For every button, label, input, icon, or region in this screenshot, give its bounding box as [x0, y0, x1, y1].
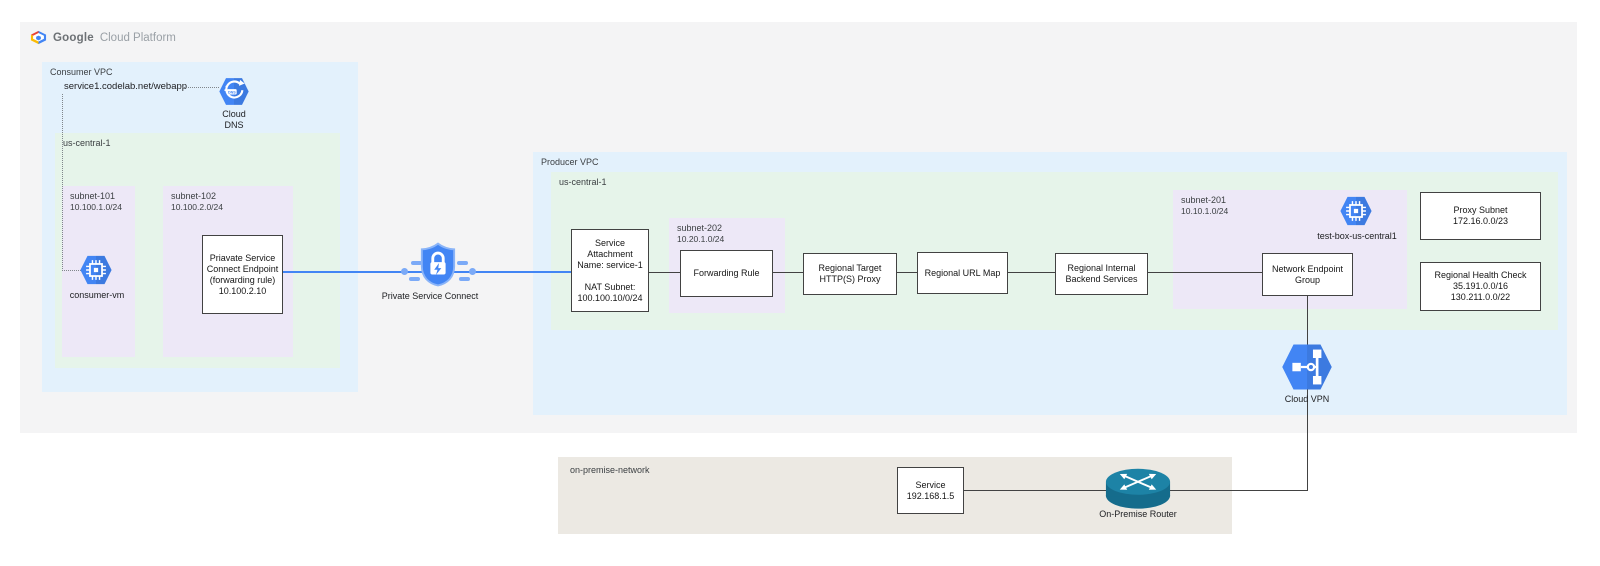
connector-urlmap-backend: [1008, 272, 1055, 273]
box-text-line: Regional Internal: [1067, 263, 1136, 273]
producer-region-label: us-central-1: [559, 177, 607, 187]
box-text-line: 130.211.0.0/22: [1450, 292, 1511, 302]
cloud-vpn-label: Cloud VPN: [1284, 394, 1330, 404]
psc-dash-left-bottom: [409, 277, 420, 281]
connector-fr-proxy: [773, 272, 803, 273]
private-service-connect-label: Private Service Connect: [381, 291, 479, 301]
on-premise-label: on-premise-network: [570, 465, 650, 475]
cloud-vpn-icon: [1282, 344, 1332, 390]
logo-brand: Google: [53, 31, 94, 44]
consumer-vpc-label: Consumer VPC: [50, 67, 113, 77]
box-text-line: Regional URL Map: [924, 267, 1001, 278]
dotted-line-to-vm: [62, 270, 81, 271]
private-service-connect-icon: [420, 242, 456, 287]
svg-text:DNS: DNS: [228, 90, 236, 94]
box-text-line: Connect Endpoint: [206, 263, 279, 274]
logo-product: Cloud Platform: [99, 31, 176, 44]
consumer-vm-icon: [80, 255, 112, 285]
subnet-201-cidr: 10.10.1.0/24: [1181, 206, 1229, 216]
subnet-102-name: subnet-102: [171, 191, 217, 201]
subnet-102-cidr: 10.100.2.0/24: [171, 202, 223, 212]
psc-dash-right-bottom: [459, 277, 470, 281]
producer-vpc-label: Producer VPC: [541, 157, 599, 167]
box-text-line: Regional Target: [818, 263, 882, 273]
subnet-101-name: subnet-101: [70, 191, 116, 201]
on-premise-router-label: On-Premise Router: [1099, 509, 1177, 519]
box-text-line: 192.168.1.5: [906, 490, 955, 501]
box-text-line: Attachment: [587, 248, 633, 259]
box-text-line: Forwarding Rule: [693, 268, 760, 278]
box-text-line: NAT Subnet:: [584, 281, 636, 292]
dotted-line-vertical: [62, 94, 63, 271]
consumer-region-label: us-central-1: [63, 138, 111, 148]
dotted-line-to-dns: [180, 87, 219, 88]
connector-neg-vpn-down: [1307, 296, 1308, 491]
box-text-line: Priavate Service: [209, 252, 276, 263]
box-text-line: HTTP(S) Proxy: [819, 274, 881, 284]
box-text-line: 10.100.2.10: [218, 285, 267, 296]
box-text-line: [574, 271, 646, 282]
box-text-line: 35.191.0.0/16: [1452, 281, 1509, 291]
test-box-label: test-box-us-central1: [1317, 231, 1397, 241]
cloud-dns-label: Cloud DNS: [222, 109, 246, 130]
box-text-line: Group: [1294, 274, 1320, 285]
test-box-vm-icon: [1340, 196, 1372, 226]
psc-dot-right: [469, 268, 476, 275]
psc-dash-right-top: [457, 261, 468, 265]
subnet-101-cidr: 10.100.1.0/24: [70, 202, 122, 212]
cloud-dns-icon: DNS: [219, 78, 249, 105]
gcp-logo: Google Cloud Platform: [30, 30, 176, 45]
box-text-line: 100.100.10/0/24: [577, 292, 643, 303]
box-text-line: Service: [915, 479, 946, 490]
subnet-202-cidr: 10.20.1.0/24: [677, 234, 725, 244]
box-text-line: Backend Services: [1065, 274, 1138, 284]
psc-dash-left-top: [411, 261, 422, 265]
box-text-line: Proxy Subnet: [1453, 205, 1508, 215]
connector-backend-neg: [1148, 272, 1262, 273]
on-premise-router-icon: [1105, 468, 1171, 509]
gcp-logo-icon: [30, 30, 47, 45]
box-text-line: Service: [594, 237, 625, 248]
connector-sa-fr: [649, 272, 680, 273]
subnet-101-zone: subnet-101 10.100.1.0/24: [62, 186, 135, 357]
dns-record-text: service1.codelab.net/webapp: [64, 81, 188, 92]
forwarding-rule-box: Forwarding Rule: [680, 250, 773, 297]
box-text-line: Name: service-1: [577, 259, 643, 270]
regional-url-map-box: Regional URL Map: [917, 252, 1008, 294]
psc-dot-left: [401, 268, 408, 275]
box-text-line: (forwarding rule): [209, 274, 276, 285]
connector-proxy-urlmap: [897, 272, 917, 273]
subnet-201-name: subnet-201: [1181, 195, 1227, 205]
box-text-line: Regional Health Check: [1434, 270, 1527, 280]
consumer-vm-label: consumer-vm: [69, 290, 125, 300]
box-text-line: Network Endpoint: [1271, 263, 1344, 274]
subnet-202-name: subnet-202: [677, 223, 723, 233]
box-text-line: 172.16.0.0/23: [1452, 216, 1509, 226]
